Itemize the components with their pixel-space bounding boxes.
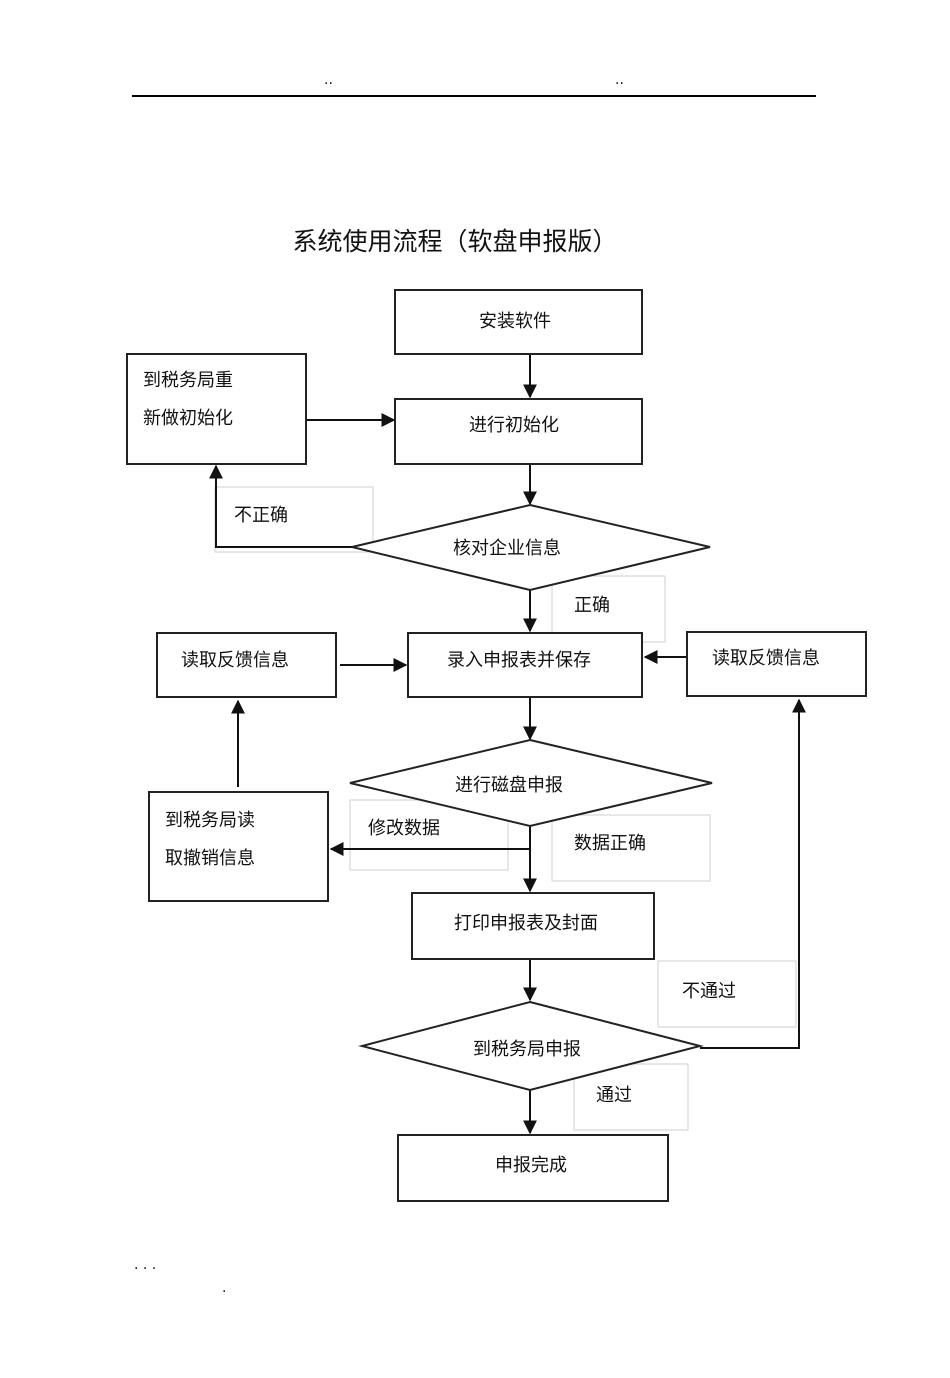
header-mark-right: .. (615, 72, 624, 88)
arrow-submit-to-readright (700, 698, 806, 1049)
node-disk (349, 738, 713, 828)
node-install-label: 安装软件 (479, 311, 551, 332)
edge-label-incorrect: 不正确 (234, 505, 288, 526)
footer-dots: . . . (134, 1257, 157, 1273)
node-revoke-label-2: 取撤销信息 (165, 848, 255, 869)
edge-label-correct: 正确 (574, 595, 610, 616)
node-disk-label: 进行磁盘申报 (455, 775, 563, 796)
node-submit (358, 1000, 704, 1092)
edge-label-not-pass: 不通过 (682, 981, 736, 1002)
node-enter (407, 632, 643, 698)
node-init (394, 398, 643, 465)
header-rule (132, 95, 816, 97)
label-box-not-pass (657, 960, 797, 1028)
node-revoke-label-1: 到税务局读 (165, 810, 255, 831)
node-print (411, 892, 655, 960)
node-reinit-label-1: 到税务局重 (143, 370, 233, 391)
node-install (394, 289, 643, 355)
footer-dot: . (222, 1280, 227, 1296)
edge-label-modify: 修改数据 (368, 818, 440, 839)
node-check-label: 核对企业信息 (453, 538, 561, 559)
node-enter-label: 录入申报表并保存 (447, 650, 591, 671)
header-mark-left: .. (324, 72, 333, 88)
node-done-label: 申报完成 (495, 1155, 567, 1176)
node-read-right-label: 读取反馈信息 (712, 648, 820, 669)
node-revoke (148, 791, 329, 902)
node-print-label: 打印申报表及封面 (454, 913, 598, 934)
node-init-label: 进行初始化 (469, 415, 559, 436)
node-reinit (126, 353, 307, 465)
edge-label-pass: 通过 (596, 1085, 632, 1106)
page-title: 系统使用流程（软盘申报版） (292, 227, 618, 256)
node-read-left (156, 632, 337, 698)
node-read-left-label: 读取反馈信息 (181, 650, 289, 671)
arrow-check-to-reinit (209, 464, 352, 548)
node-done (397, 1134, 669, 1202)
node-reinit-label-2: 新做初始化 (143, 408, 233, 429)
node-check (351, 503, 711, 592)
edge-label-data-correct: 数据正确 (574, 833, 646, 854)
node-submit-label: 到税务局申报 (473, 1039, 581, 1060)
label-box-data-correct (551, 814, 711, 882)
node-read-right (686, 631, 867, 697)
